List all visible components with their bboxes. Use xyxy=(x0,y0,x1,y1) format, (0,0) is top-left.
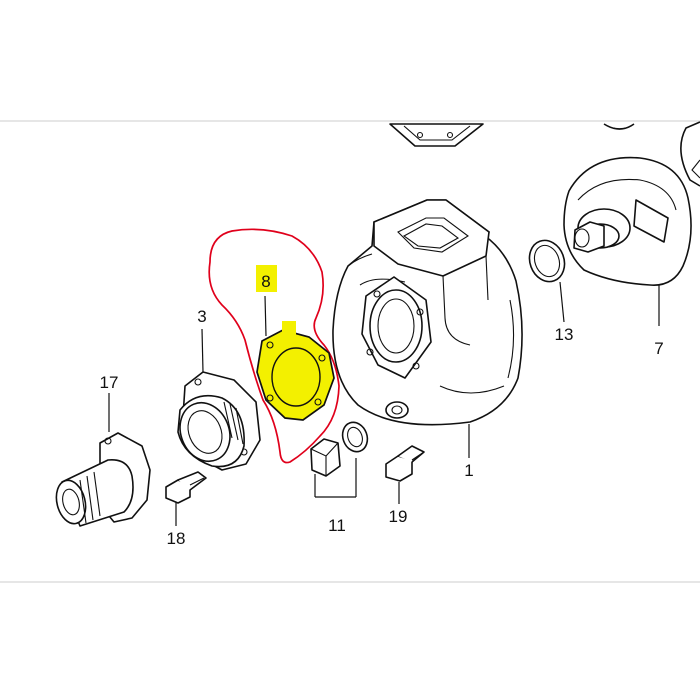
right-edge-part-partial xyxy=(680,121,700,187)
callout-3: 3 xyxy=(197,307,206,326)
callout-11: 11 xyxy=(328,516,346,535)
callout-7: 7 xyxy=(654,339,663,358)
callout-13: 13 xyxy=(555,325,574,344)
drain-plug-11 xyxy=(310,421,369,477)
gasket-8 xyxy=(256,329,335,421)
gasket-8-top-highlight xyxy=(282,321,296,337)
top-part-partial-2 xyxy=(603,123,635,130)
callout-8: 8 xyxy=(261,272,270,291)
impeller-cover-7 xyxy=(563,156,692,286)
callout-19: 19 xyxy=(389,507,408,526)
leader-13 xyxy=(559,281,565,323)
callout-1: 1 xyxy=(464,461,473,480)
o-ring-13 xyxy=(528,239,566,283)
hose-fitting-17 xyxy=(55,432,151,527)
bolt-19 xyxy=(385,445,425,482)
bolt-18 xyxy=(165,471,207,504)
flange-3 xyxy=(177,371,261,471)
gasket-highlight-outline xyxy=(208,228,340,464)
callout-17: 17 xyxy=(100,373,119,392)
top-gasket-partial xyxy=(389,123,484,147)
leader-3 xyxy=(201,328,204,373)
callout-18: 18 xyxy=(167,529,186,548)
leader-8 xyxy=(264,295,267,337)
callout-8-highlight xyxy=(256,265,277,292)
leader-11 xyxy=(314,458,357,498)
pump-casing-1 xyxy=(332,199,523,426)
